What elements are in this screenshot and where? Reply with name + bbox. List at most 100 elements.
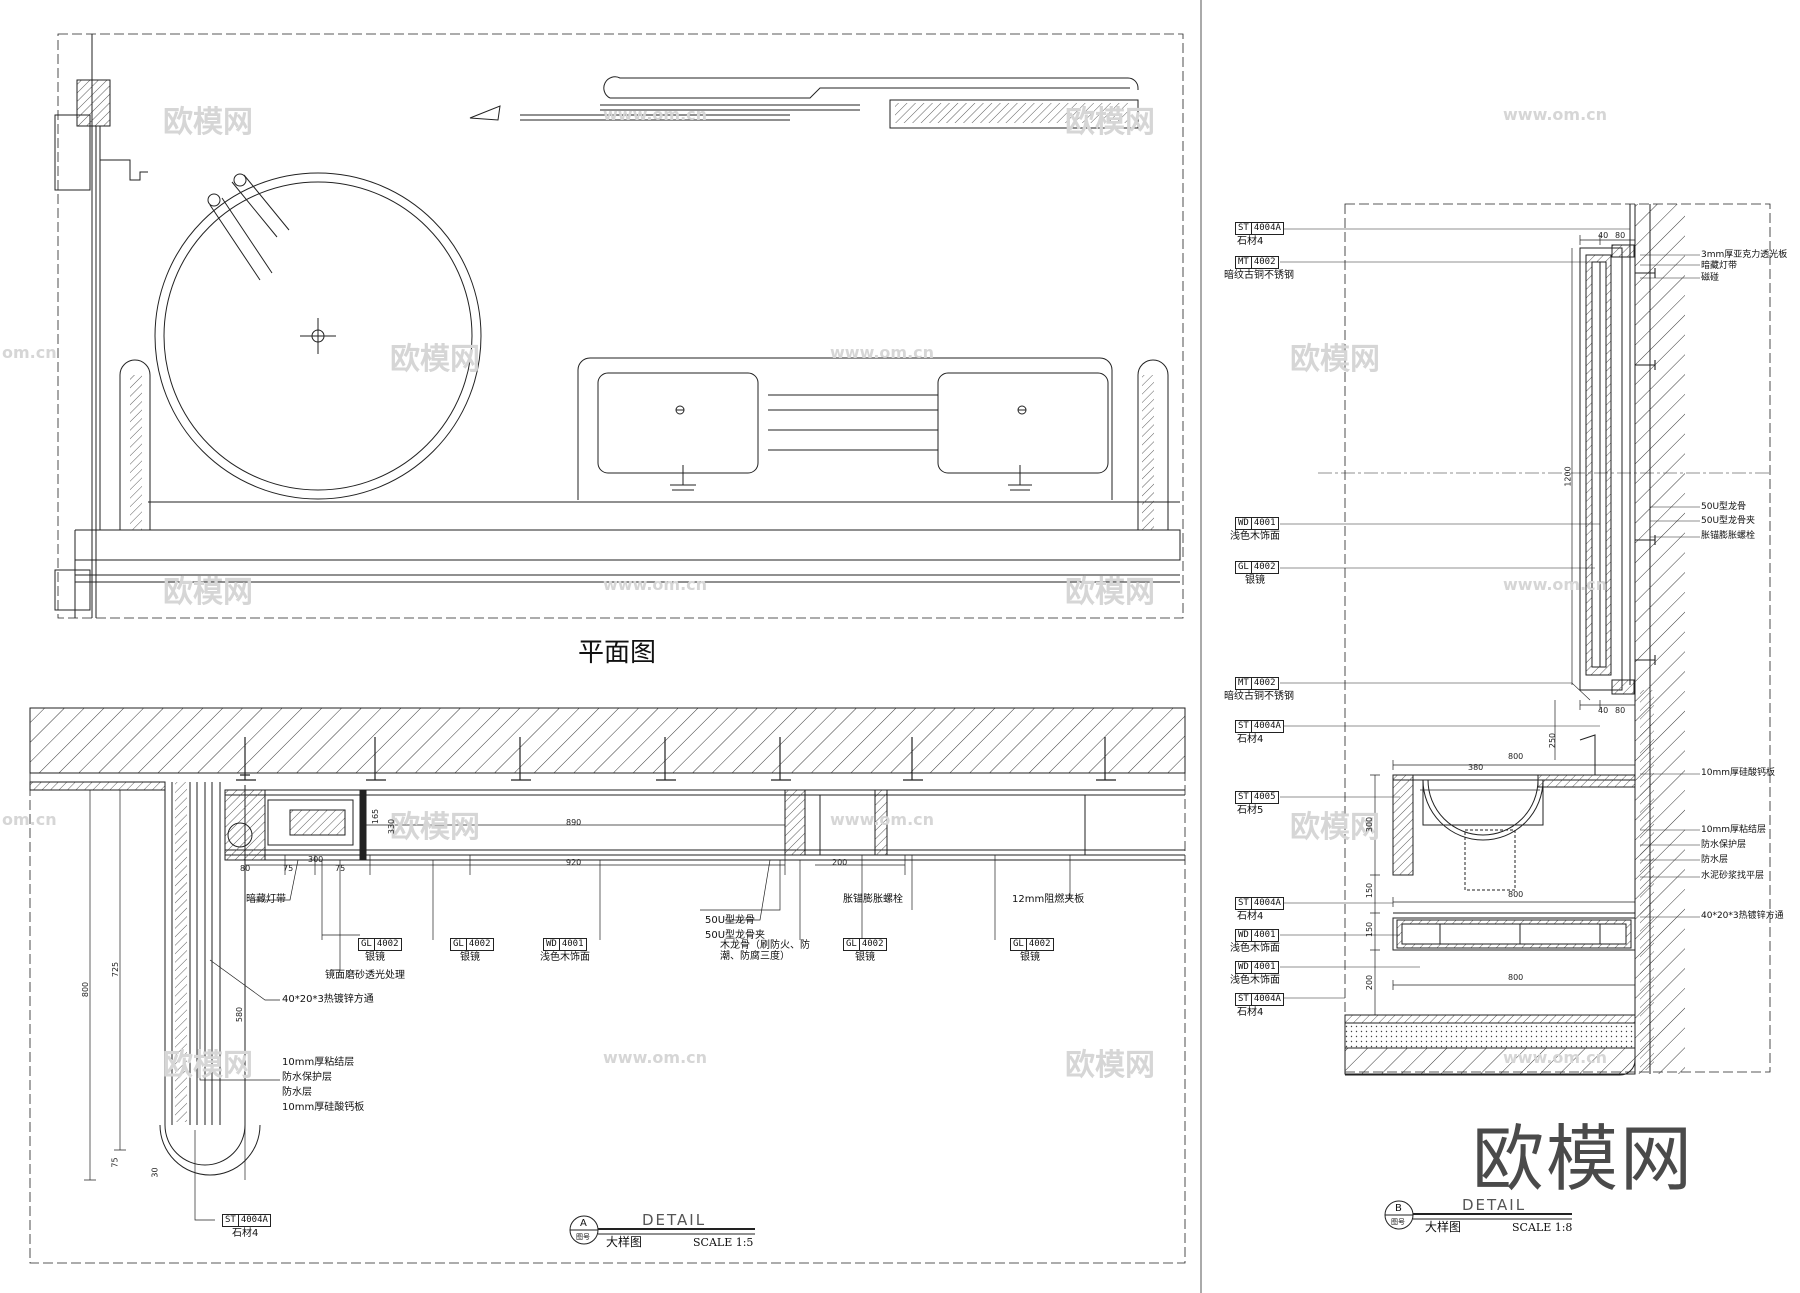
dim-200: 200 bbox=[832, 858, 848, 867]
dim-40: 40 bbox=[1598, 706, 1609, 715]
label-keel-clip: 50U型龙骨夹 bbox=[705, 930, 766, 941]
label-keel: 50U型龙骨 bbox=[1701, 502, 1747, 512]
detail-a-section bbox=[29, 707, 1186, 1264]
material-name: 石材4 bbox=[1237, 236, 1264, 247]
dim-725: 725 bbox=[111, 961, 121, 978]
label-keel-clip: 50U型龙骨夹 bbox=[1701, 516, 1756, 526]
dim-40: 40 bbox=[1598, 231, 1609, 240]
label-hidden-light: 暗藏灯带 bbox=[246, 894, 286, 905]
detail-circle-letter: A bbox=[580, 1218, 587, 1229]
detail-circle-sub: 图号 bbox=[1391, 1218, 1405, 1226]
dim-920: 920 bbox=[566, 858, 582, 867]
label-expansion-bolt: 胀锚膨胀螺栓 bbox=[843, 894, 903, 905]
detail-b-name: 大样图 bbox=[1425, 1220, 1462, 1234]
dim-30: 30 bbox=[150, 1167, 160, 1178]
dim-380: 380 bbox=[1468, 763, 1484, 772]
dim-300: 300 bbox=[1365, 816, 1375, 833]
label-steel-tube: 40*20*3热镀锌方通 bbox=[282, 994, 374, 1005]
plan-view bbox=[54, 33, 1184, 619]
material-name: 石材4 bbox=[1237, 911, 1264, 922]
dim-80: 80 bbox=[240, 864, 251, 873]
detail-b-scale: SCALE 1:8 bbox=[1512, 1221, 1573, 1234]
dim-150: 150 bbox=[1365, 882, 1375, 899]
detail-a-caption: DETAIL bbox=[642, 1211, 707, 1229]
material-name: 银镜 bbox=[460, 952, 480, 963]
label-waterproof: 防水层 bbox=[1701, 855, 1729, 865]
dim-75: 75 bbox=[283, 864, 294, 873]
dim-890: 890 bbox=[566, 818, 582, 827]
dim-80: 80 bbox=[1615, 706, 1626, 715]
dim-800: 800 bbox=[81, 981, 91, 998]
label-calcium-board: 10mm厚硅酸钙板 bbox=[282, 1102, 365, 1113]
label-hidden-light: 暗藏灯带 bbox=[1701, 261, 1738, 271]
dim-800: 800 bbox=[1508, 973, 1524, 982]
label-adhesive: 10mm厚粘结层 bbox=[1701, 825, 1766, 835]
label-waterproof-protect: 防水保护层 bbox=[282, 1072, 332, 1083]
material-name: 浅色木饰面 bbox=[1230, 975, 1280, 986]
detail-a-name: 大样图 bbox=[606, 1235, 643, 1249]
plan-title: 平面图 bbox=[578, 638, 657, 668]
material-name: 浅色木饰面 bbox=[1230, 531, 1280, 542]
label-board: 12mm阻燃夹板 bbox=[1012, 894, 1085, 905]
detail-circle-sub: 图号 bbox=[576, 1233, 590, 1241]
label-steel-tube: 40*20*3热镀锌方通 bbox=[1701, 911, 1784, 921]
material-name: 暗纹古铜不锈钢 bbox=[1224, 691, 1294, 702]
material-name: 石材4 bbox=[1237, 734, 1264, 745]
material-name: 银镜 bbox=[855, 952, 875, 963]
material-name: 石材5 bbox=[1237, 805, 1264, 816]
detail-circle-letter: B bbox=[1395, 1203, 1402, 1214]
label-waterproof: 防水层 bbox=[282, 1087, 312, 1098]
dim-250: 250 bbox=[1548, 732, 1558, 749]
label-acrylic: 3mm厚亚克力透光板 bbox=[1701, 250, 1788, 260]
dim-200: 200 bbox=[1365, 974, 1375, 991]
dim-580: 580 bbox=[235, 1006, 245, 1023]
detail-b-section bbox=[1280, 203, 1771, 1230]
label-mortar: 水泥砂浆找平层 bbox=[1701, 871, 1765, 881]
watermark-large: 欧模网 bbox=[1472, 1117, 1695, 1201]
detail-a-scale: SCALE 1:5 bbox=[693, 1236, 754, 1249]
material-name: 银镜 bbox=[1245, 575, 1265, 586]
dim-75: 75 bbox=[110, 1157, 120, 1168]
dim-1200: 1200 bbox=[1563, 466, 1573, 487]
label-mirror-frost: 镜面磨砂透光处理 bbox=[325, 970, 405, 981]
label-magnet: 磁碰 bbox=[1701, 273, 1720, 283]
dim-75: 75 bbox=[335, 864, 346, 873]
dim-330: 330 bbox=[387, 818, 397, 835]
material-name: 石材4 bbox=[232, 1228, 259, 1239]
material-name: 浅色木饰面 bbox=[540, 952, 590, 963]
dim-800: 800 bbox=[1508, 752, 1524, 761]
detail-b-caption: DETAIL bbox=[1462, 1196, 1527, 1214]
dim-800: 800 bbox=[1508, 890, 1524, 899]
material-name: 银镜 bbox=[365, 952, 385, 963]
label-keel: 50U型龙骨 bbox=[705, 915, 756, 926]
dim-80: 80 bbox=[1615, 231, 1626, 240]
material-name: 浅色木饰面 bbox=[1230, 943, 1280, 954]
label-expansion-bolt: 胀锚膨胀螺栓 bbox=[1701, 531, 1756, 541]
dim-165: 165 bbox=[371, 808, 381, 825]
material-name: 暗纹古铜不锈钢 bbox=[1224, 270, 1294, 281]
label-calcium-board: 10mm厚硅酸钙板 bbox=[1701, 768, 1775, 778]
label-waterproof-protect: 防水保护层 bbox=[1701, 840, 1747, 850]
material-name: 银镜 bbox=[1020, 952, 1040, 963]
material-name: 石材4 bbox=[1237, 1007, 1264, 1018]
dim-300: 300 bbox=[308, 855, 324, 864]
dim-150: 150 bbox=[1365, 921, 1375, 938]
